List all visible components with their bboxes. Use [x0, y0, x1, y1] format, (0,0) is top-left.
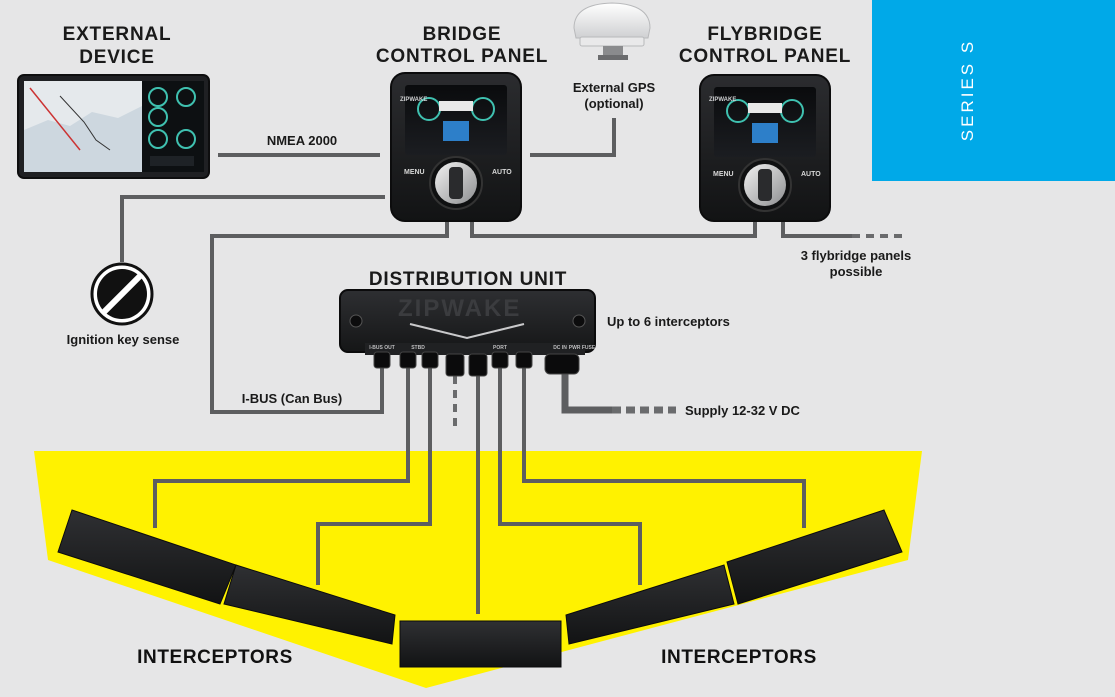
interceptor-wire-5: [522, 368, 806, 528]
bridge-auto-label: AUTO: [492, 169, 512, 176]
external-device-title-1: EXTERNAL: [63, 24, 172, 45]
distribution-unit: ZIPWAKE: [339, 289, 596, 377]
bridge-screen: [405, 85, 507, 155]
unit-port-label: DC IN: [553, 345, 567, 351]
bridge-title-2: CONTROL PANEL: [376, 46, 548, 67]
unit-port-label: PORT: [493, 345, 507, 351]
bridge-brand: ZIPWAKE: [400, 97, 427, 103]
flybridge-title-2: CONTROL PANEL: [679, 46, 851, 67]
interceptor-1: [57, 509, 237, 605]
ibus-label: I-BUS (Can Bus): [242, 391, 342, 406]
unit-port-label: STBD: [411, 345, 425, 351]
external-device: [17, 74, 210, 179]
nmea-label: NMEA 2000: [267, 133, 337, 148]
ignition-key-icon: [90, 262, 154, 326]
bridge-title-1: BRIDGE: [423, 24, 502, 45]
external-device-title-2: DEVICE: [79, 47, 155, 68]
ignition-wire: [120, 195, 385, 262]
distribution-unit-brand: ZIPWAKE: [398, 295, 521, 322]
supply-wire: [561, 372, 612, 414]
ibus-wire: [210, 222, 449, 414]
interceptor-wire-4: [498, 368, 642, 585]
interceptor-5: [726, 509, 903, 605]
unit-port-label: I-BUS OUT: [369, 345, 395, 351]
interceptor-2: [223, 564, 396, 645]
ignition-label: Ignition key sense: [67, 332, 180, 347]
interceptor-4: [565, 564, 735, 645]
distribution-unit-ports: [373, 351, 580, 377]
gps-wire: [530, 118, 616, 157]
bridge-control-panel: [390, 72, 522, 222]
interceptor-3: [399, 620, 562, 668]
gps-label-1: External GPS: [573, 80, 656, 95]
flybridge-title-1: FLYBRIDGE: [707, 24, 822, 45]
flybridge-extension-wire: [781, 222, 852, 238]
gps-antenna: [573, 2, 651, 60]
interceptors-label-right: INTERCEPTORS: [661, 647, 817, 668]
interceptor-wire-2: [316, 368, 432, 585]
up-to-six-label: Up to 6 interceptors: [607, 314, 730, 329]
interceptors: [57, 509, 903, 668]
flybridge-panels-label-1: 3 flybridge panels: [801, 248, 912, 263]
gps-label-2: (optional): [584, 96, 643, 111]
supply-label: Supply 12-32 V DC: [685, 403, 800, 418]
flybridge-panels-label-2: possible: [830, 264, 883, 279]
interceptor-wire-1: [153, 368, 410, 528]
flybridge-auto-label: AUTO: [801, 171, 821, 178]
flybridge-screen: [714, 87, 816, 157]
unit-port-label: PWR FUSE: [569, 345, 596, 351]
flybridge-control-panel: [699, 74, 831, 222]
distribution-unit-title: DISTRIBUTION UNIT: [369, 269, 567, 290]
wiring: [120, 118, 905, 614]
bridge-flybridge-wire: [470, 222, 757, 238]
interceptors-label-left: INTERCEPTORS: [137, 647, 293, 668]
series-tab: SERIES S: [872, 0, 1115, 181]
series-tab-label: SERIES S: [958, 38, 977, 142]
bridge-menu-label: MENU: [404, 169, 425, 176]
flybridge-menu-label: MENU: [713, 171, 734, 178]
flybridge-brand: ZIPWAKE: [709, 97, 736, 103]
